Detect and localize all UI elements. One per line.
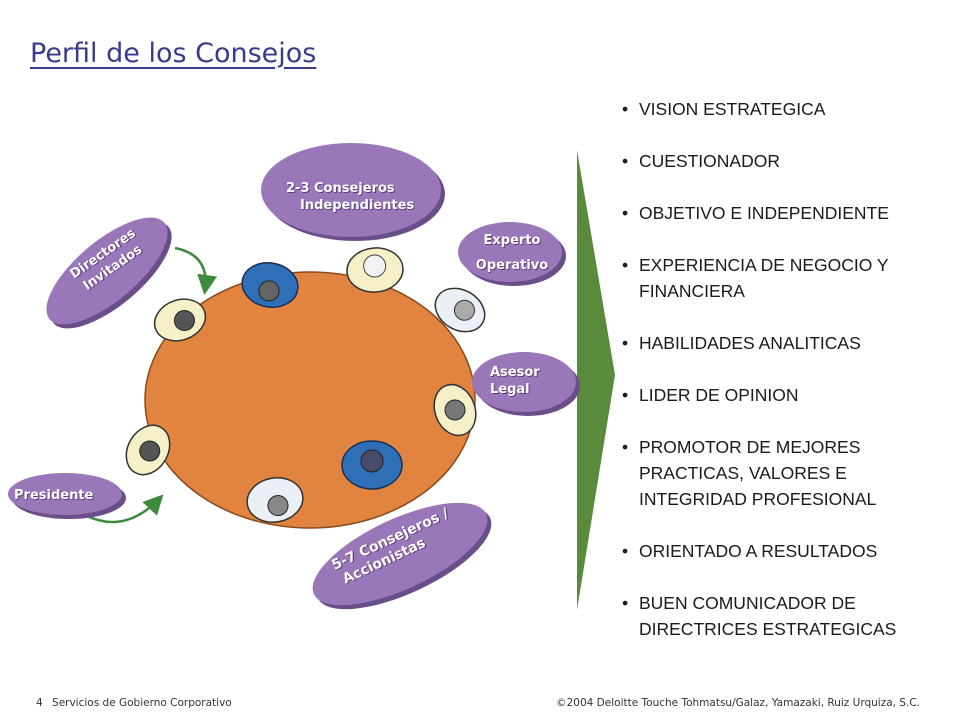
profile-list-item: VISION ESTRATEGICA — [622, 96, 952, 122]
arrow-directores-icon — [174, 246, 218, 295]
footer-section: Servicios de Gobierno Corporativo — [52, 697, 232, 709]
profile-list-item: ORIENTADO A RESULTADOS — [622, 538, 952, 564]
label-independientes: 2-3 Consejeros Independientes — [286, 180, 426, 214]
person-icon — [434, 287, 486, 333]
label-experto-line2: Operativo — [475, 258, 549, 273]
person-icon — [346, 247, 404, 293]
label-experto: Experto Operativo — [470, 228, 554, 278]
label-asesor-line1: Asesor — [490, 365, 540, 380]
profile-list-item: OBJETIVO E INDEPENDIENTE — [622, 200, 952, 226]
profile-list-item: CUESTIONADOR — [622, 148, 952, 174]
chevron-arrow — [577, 150, 615, 610]
profile-list-item: HABILIDADES ANALITICAS — [622, 330, 952, 356]
seated-people — [125, 247, 486, 523]
person-icon — [433, 383, 477, 437]
label-independientes-line1: 2-3 Consejeros — [286, 181, 395, 196]
profile-list-item: BUEN COMUNICADOR DE DIRECTRICES ESTRATEG… — [622, 590, 952, 642]
label-presidente-text: Presidente — [14, 488, 94, 503]
person-icon — [241, 262, 299, 308]
label-independientes-line2: Independientes — [300, 198, 415, 213]
person-icon — [153, 298, 207, 342]
person-icon — [246, 477, 304, 523]
label-presidente: Presidente — [14, 487, 93, 504]
person-icon — [341, 440, 403, 490]
label-experto-line1: Experto — [483, 233, 541, 248]
footer-left: 4 Servicios de Gobierno Corporativo — [36, 697, 232, 709]
profile-list-item: PROMOTOR DE MEJORES PRACTICAS, VALORES E… — [622, 434, 952, 512]
arrow-presidente-icon — [84, 494, 164, 524]
label-asesor-line2: Legal — [490, 382, 530, 397]
label-ellipses — [8, 143, 580, 610]
profile-list-item: EXPERIENCIA DE NEGOCIO Y FINANCIERA — [622, 252, 952, 304]
label-asesor: Asesor Legal — [490, 364, 560, 398]
person-icon — [125, 424, 171, 476]
profile-list: VISION ESTRATEGICA CUESTIONADOR OBJETIVO E… — [622, 96, 952, 668]
profile-list-item: LIDER DE OPINION — [622, 382, 952, 408]
footer-copyright: ©2004 Deloitte Touche Tohmatsu/Galaz, Ya… — [556, 697, 920, 709]
page-number: 4 — [36, 697, 43, 709]
page-title: Perfil de los Consejos — [30, 38, 317, 69]
